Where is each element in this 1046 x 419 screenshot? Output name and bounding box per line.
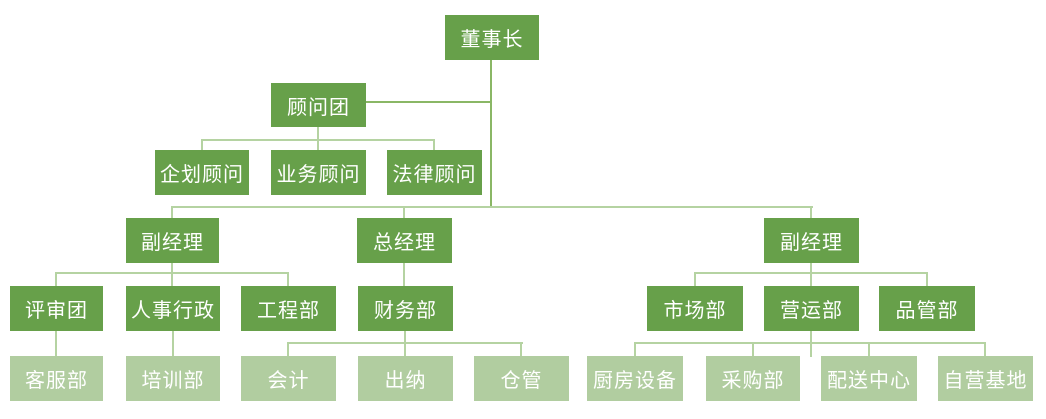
connector-line: [403, 263, 405, 287]
node-hr-admin: 人事行政: [126, 286, 220, 331]
connector-line: [172, 331, 174, 357]
connector-line: [287, 342, 523, 344]
node-advisory-group: 顾问团: [271, 83, 366, 127]
node-customer-service-dept: 客服部: [10, 356, 103, 401]
connector-line: [201, 139, 435, 141]
node-legal-advisor: 法律顾问: [387, 150, 482, 195]
node-review-board: 评审团: [10, 286, 103, 331]
node-cashier: 出纳: [358, 356, 453, 401]
connector-line: [404, 331, 406, 357]
connector-line: [634, 342, 986, 344]
node-deputy-manager-left: 副经理: [126, 218, 219, 263]
connector-line: [634, 342, 636, 357]
connector-line: [984, 342, 986, 357]
connector-line: [694, 272, 696, 287]
connector-line: [926, 272, 928, 287]
node-marketing-dept: 市场部: [647, 286, 743, 331]
node-distribution-center: 配送中心: [821, 356, 917, 401]
node-finance-dept: 财务部: [358, 286, 453, 331]
connector-line: [403, 206, 405, 219]
node-quality-dept: 品管部: [879, 286, 975, 331]
node-planning-advisor: 企划顾问: [155, 150, 249, 195]
connector-line: [287, 272, 289, 287]
connector-line: [433, 139, 435, 151]
node-operations-dept: 营运部: [764, 286, 859, 331]
connector-line: [694, 272, 928, 274]
connector-line: [287, 342, 289, 357]
connector-line: [171, 206, 173, 219]
node-engineering-dept: 工程部: [241, 286, 336, 331]
connector-line: [201, 139, 203, 151]
node-training-dept: 培训部: [126, 356, 220, 401]
node-kitchen-equipment: 厨房设备: [587, 356, 683, 401]
connector-line: [810, 206, 812, 219]
node-accounting: 会计: [241, 356, 336, 401]
connector-line: [171, 263, 173, 287]
node-chairman: 董事长: [445, 15, 539, 60]
connector-line: [171, 206, 813, 208]
node-procurement-dept: 采购部: [706, 356, 800, 401]
connector-line: [55, 272, 57, 287]
node-deputy-manager-right: 副经理: [764, 218, 859, 263]
node-business-advisor: 业务顾问: [271, 150, 366, 195]
connector-line: [752, 342, 754, 357]
connector-line: [55, 272, 289, 274]
connector-line: [520, 342, 522, 357]
node-own-base: 自营基地: [938, 356, 1033, 401]
connector-line: [366, 101, 492, 103]
connector-line: [810, 263, 812, 287]
connector-line: [55, 331, 57, 357]
node-warehouse: 仓管: [474, 356, 569, 401]
connector-line: [868, 342, 870, 357]
connector-line: [810, 331, 812, 357]
connector-line: [490, 60, 492, 208]
node-general-manager: 总经理: [357, 218, 452, 263]
